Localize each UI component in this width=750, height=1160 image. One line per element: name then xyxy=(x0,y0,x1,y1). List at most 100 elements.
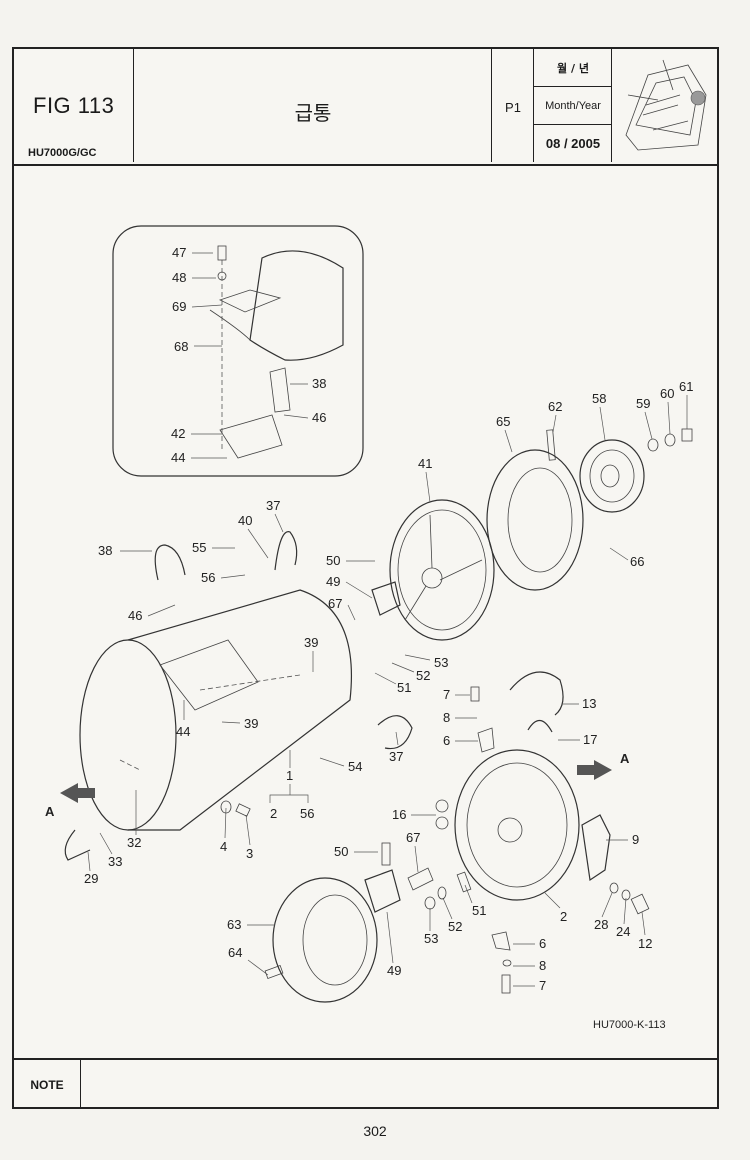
callout-label: 47 xyxy=(172,245,186,260)
callout-label: 6 xyxy=(443,733,450,748)
callout-label: 65 xyxy=(496,414,510,429)
callout-label: 51 xyxy=(397,680,411,695)
callout-label: 6 xyxy=(539,936,546,951)
figure-number: FIG 113 xyxy=(33,93,115,118)
thumbnail-cell xyxy=(612,49,717,162)
callout-label: 61 xyxy=(679,379,693,394)
date-cell: 월 / 년 Month/Year 08 / 2005 xyxy=(534,49,612,162)
bracket-9 xyxy=(581,814,611,882)
note-label: NOTE xyxy=(14,1060,81,1109)
date-label-en: Month/Year xyxy=(534,87,612,125)
drum-shell-1 xyxy=(79,589,352,831)
shaft-key-62 xyxy=(546,429,556,461)
callout-label: 53 xyxy=(424,931,438,946)
callout-label: 44 xyxy=(171,450,185,465)
callout-label: 55 xyxy=(192,540,206,555)
callout-label: 52 xyxy=(448,919,462,934)
callout-labels: 47 48 69 68 38 46 42 44 62 58 59 60 61 6… xyxy=(84,245,693,994)
callout-label: 8 xyxy=(539,958,546,973)
callout-label: 67 xyxy=(328,596,342,611)
callout-label: 69 xyxy=(172,299,186,314)
pulley-58 xyxy=(579,439,645,513)
hose-37-top xyxy=(274,531,298,571)
page-number: 302 xyxy=(363,1123,387,1139)
page-code-cell: P1 xyxy=(492,49,534,162)
callout-label: 64 xyxy=(228,945,242,960)
callout-label: 46 xyxy=(128,608,142,623)
header-table: FIG 113 HU7000G/GC 급통 P1 월 / 년 Month/Yea… xyxy=(14,49,717,166)
hose-37-mid xyxy=(377,715,413,750)
callout-label: 39 xyxy=(304,635,318,650)
drawing-reference: HU7000-K-113 xyxy=(593,1019,666,1031)
arrow-left-a xyxy=(60,783,95,803)
callout-label: 60 xyxy=(660,386,674,401)
callout-label: 56 xyxy=(201,570,215,585)
hose-13 xyxy=(509,671,564,716)
callout-label: 9 xyxy=(632,832,639,847)
callout-label: 39 xyxy=(244,716,258,731)
callout-label: 54 xyxy=(348,759,362,774)
note-row: NOTE xyxy=(14,1058,717,1109)
callout-label: 13 xyxy=(582,696,596,711)
hose-17 xyxy=(527,719,553,733)
page-title: 급통 xyxy=(294,101,332,125)
callout-label: 52 xyxy=(416,668,430,683)
callout-label: 58 xyxy=(592,391,606,406)
callout-label: 40 xyxy=(238,513,252,528)
date-label-kr: 월 / 년 xyxy=(534,49,612,87)
callout-label: 37 xyxy=(389,749,403,764)
machine-thumbnail-image xyxy=(625,59,707,151)
callout-label: 56 xyxy=(300,806,314,821)
callout-label: 59 xyxy=(636,396,650,411)
callout-label: 16 xyxy=(392,807,406,822)
callout-label: 63 xyxy=(227,917,241,932)
callout-label: 1 xyxy=(286,768,293,783)
tub-rear-2 xyxy=(454,749,580,901)
flange-65 xyxy=(486,449,584,591)
callout-label: 67 xyxy=(406,830,420,845)
callout-label: 38 xyxy=(312,376,326,391)
callout-label: 50 xyxy=(334,844,348,859)
title-cell: 급통 xyxy=(134,49,492,162)
callout-label: 7 xyxy=(539,978,546,993)
callout-label: 29 xyxy=(84,871,98,886)
hub-49-upper xyxy=(371,581,401,616)
callout-label: 51 xyxy=(472,903,486,918)
callout-label: 46 xyxy=(312,410,326,425)
callout-label: 44 xyxy=(176,724,190,739)
callout-label: 53 xyxy=(434,655,448,670)
inset-drum-section xyxy=(249,250,344,361)
date-value: 08 / 2005 xyxy=(545,136,601,151)
callout-label: 50 xyxy=(326,553,340,568)
hose-38 xyxy=(154,544,186,581)
callout-label: 4 xyxy=(220,839,227,854)
arrow-left-label: A xyxy=(45,804,55,819)
spider-arm-41 xyxy=(389,499,495,641)
callout-label: 2 xyxy=(270,806,277,821)
callout-label: 66 xyxy=(630,554,644,569)
callout-label: 17 xyxy=(583,732,597,747)
inset-baffle-plate xyxy=(219,414,283,459)
flange-63 xyxy=(272,877,378,1003)
callout-label: 49 xyxy=(387,963,401,978)
hub-49-lower xyxy=(364,869,401,913)
page-code: P1 xyxy=(505,100,521,115)
callout-label: 12 xyxy=(638,936,652,951)
callout-label: 48 xyxy=(172,270,186,285)
callout-label: 32 xyxy=(127,835,141,850)
callout-label: 3 xyxy=(246,846,253,861)
callout-label: 68 xyxy=(174,339,188,354)
callout-label: 42 xyxy=(171,426,185,441)
callout-label: 37 xyxy=(266,498,280,513)
model-code: HU7000G/GC xyxy=(28,147,97,159)
parts-sheet-frame: FIG 113 HU7000G/GC 급통 P1 월 / 년 Month/Yea… xyxy=(12,47,719,1109)
fig-cell: FIG 113 HU7000G/GC xyxy=(14,49,134,162)
callout-label: 7 xyxy=(443,687,450,702)
callout-label: 2 xyxy=(560,909,567,924)
detail-inset-box xyxy=(112,225,364,477)
callout-label: 33 xyxy=(108,854,122,869)
callout-label: 28 xyxy=(594,917,608,932)
callout-label: 38 xyxy=(98,543,112,558)
callout-label: 24 xyxy=(616,924,630,939)
